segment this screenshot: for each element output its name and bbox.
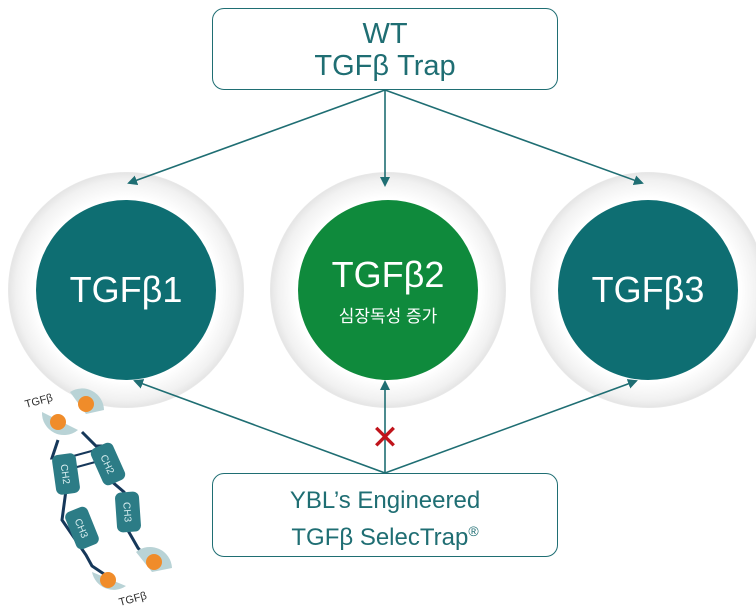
top-box-line2: TGFβ Trap xyxy=(314,50,456,82)
antibody-top-ligand-label: TGFβ xyxy=(24,392,54,411)
bottom-box-line2: TGFβ SelecTrap® xyxy=(213,516,557,553)
antibody-illustration: CH2 CH3 CH2 CH3 TGFβ TGFβ xyxy=(24,388,172,609)
tgfb3-label: TGFβ3 xyxy=(591,269,705,310)
tgfb3-circle: TGFβ3 xyxy=(558,200,738,380)
tgfb2-label: TGFβ2 xyxy=(331,253,445,295)
domain-left-ch2: CH2 xyxy=(58,464,72,486)
tgfb1-label: TGFβ1 xyxy=(69,269,183,310)
bottom-box-line1: YBL’s Engineered xyxy=(289,487,481,514)
arrow-bottom-to-tgfb1 xyxy=(133,379,386,474)
tgfb2-circle: TGFβ2 심장독성 증가 xyxy=(298,200,478,380)
top-box-line1: WT xyxy=(362,18,408,50)
ybl-selectrap-box: YBL’s Engineered TGFβ SelecTrap® xyxy=(212,473,558,557)
tgfb2-subtitle: 심장독성 증가 xyxy=(338,306,438,326)
arrow-top-to-tgfb3 xyxy=(384,89,644,185)
wt-tgfb-trap-box: WT TGFβ Trap xyxy=(212,8,558,90)
arrow-top-to-tgfb1 xyxy=(127,89,386,185)
domain-right-ch3: CH3 xyxy=(120,502,132,523)
antibody-bottom-ligand-label: TGFβ xyxy=(118,590,148,609)
blocked-x-icon: ✕ xyxy=(371,418,400,458)
tgfb1-circle: TGFβ1 xyxy=(36,200,216,380)
registered-mark: ® xyxy=(468,523,479,539)
arrow-bottom-to-tgfb3 xyxy=(384,379,638,474)
bottom-box-line2-text: TGFβ SelecTrap xyxy=(291,524,469,551)
